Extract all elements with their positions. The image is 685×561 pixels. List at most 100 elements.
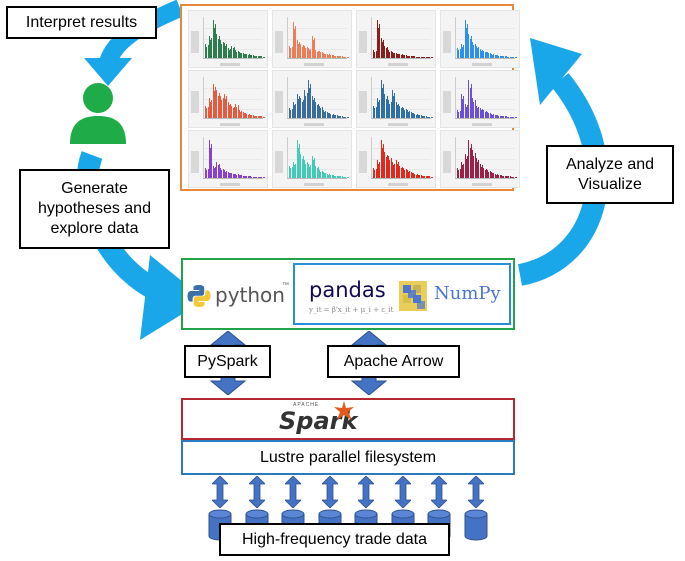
histogram-bar <box>509 116 511 118</box>
histogram-bar <box>237 50 239 58</box>
histogram-gridline <box>204 169 263 171</box>
histogram-bar <box>410 172 412 178</box>
histogram-bar <box>423 57 424 58</box>
histogram-bar <box>499 116 501 118</box>
histogram-bar <box>345 176 347 178</box>
histogram-gridline <box>204 109 263 111</box>
histogram-bar <box>431 176 433 178</box>
histogram-bar <box>335 115 337 118</box>
histogram-bar <box>467 156 468 178</box>
histogram-bar <box>479 49 481 58</box>
histogram-bar <box>507 56 508 58</box>
histogram-bar <box>492 54 493 58</box>
histogram-bar <box>375 107 377 118</box>
histogram-bar <box>322 172 324 178</box>
histogram-bar <box>289 166 290 178</box>
histogram-bar <box>393 165 394 178</box>
histogram-y-label <box>191 31 199 53</box>
histogram-bar <box>513 57 515 58</box>
histogram-x-label <box>220 183 241 186</box>
histogram-bar <box>245 175 246 178</box>
histogram-gridline <box>456 147 515 149</box>
histogram-bar <box>205 106 206 118</box>
histogram-x-axis <box>455 58 515 59</box>
histogram-bar <box>490 114 492 118</box>
histogram-bar <box>488 53 490 58</box>
histogram-bar <box>497 115 498 118</box>
histogram-bar <box>497 174 498 178</box>
histogram-bar <box>473 102 475 118</box>
histogram-bar <box>261 56 263 58</box>
histogram-thumbnail <box>356 130 436 188</box>
histogram-bar <box>210 102 211 118</box>
histogram-bar <box>216 34 218 58</box>
histogram-bar <box>312 100 314 118</box>
histogram-bar <box>472 150 473 178</box>
histogram-bar <box>498 115 500 118</box>
histogram-bar <box>379 100 381 118</box>
histogram-bar <box>230 103 231 118</box>
histogram-bar <box>512 176 513 178</box>
histogram-bar <box>405 169 407 178</box>
histogram-gridline <box>372 147 431 149</box>
histogram-bar <box>482 109 483 118</box>
histogram-bar <box>388 50 389 58</box>
histogram-bar <box>488 171 490 178</box>
histogram-bar <box>258 177 260 178</box>
histogram-bar <box>478 107 480 118</box>
histogram-bar <box>458 170 460 178</box>
histogram-y-label <box>359 31 367 53</box>
histogram-bar <box>400 168 402 178</box>
histogram-bar <box>475 46 477 58</box>
histogram-bar <box>320 108 322 118</box>
histogram-bar <box>399 166 401 178</box>
histogram-bar <box>334 114 335 118</box>
histogram-bar <box>404 170 406 178</box>
histogram-bar <box>485 110 487 118</box>
histogram-bar <box>411 56 413 58</box>
histogram-bar <box>332 114 334 118</box>
histogram-bar <box>500 175 502 178</box>
histogram-bar <box>396 54 398 58</box>
histogram-gridline <box>204 49 263 51</box>
lustre-label: Lustre parallel filesystem <box>259 448 437 466</box>
histogram-bar <box>346 57 348 58</box>
histogram-bar <box>297 43 299 58</box>
generate-hypotheses-box: Generate hypotheses and explore data <box>19 169 170 249</box>
histogram-bar <box>327 174 329 178</box>
histogram-bar <box>241 175 243 178</box>
histogram-bar <box>414 114 416 118</box>
histogram-bar <box>220 96 221 118</box>
histogram-bar <box>384 46 386 58</box>
interpret-results-label: Interpret results <box>25 13 138 31</box>
histogram-x-label <box>220 123 241 126</box>
histogram-bar <box>231 46 233 58</box>
histogram-bar <box>503 116 505 118</box>
histogram-bar <box>245 53 246 58</box>
histogram-bar <box>469 38 471 58</box>
histogram-bar <box>418 174 419 178</box>
histogram-bar <box>320 171 322 178</box>
histogram-y-label <box>191 151 199 173</box>
histogram-bar <box>425 57 427 58</box>
histogram-bar <box>292 162 294 178</box>
histogram-gridline <box>372 158 431 160</box>
histogram-grid <box>182 6 520 189</box>
histogram-gridline <box>288 38 347 40</box>
histogram-bar <box>492 114 493 118</box>
generate-hypotheses-label: Generate hypotheses and explore data <box>38 180 151 237</box>
histogram-bar <box>227 102 229 118</box>
histogram-gridline <box>456 109 515 111</box>
histogram-bar <box>416 114 418 118</box>
histogram-bar <box>294 29 295 58</box>
histogram-bar <box>257 116 259 118</box>
histogram-bar <box>498 174 500 178</box>
histogram-bar <box>411 113 413 118</box>
histogram-bar <box>240 175 241 178</box>
histogram-bar <box>213 90 215 118</box>
histogram-bar <box>487 170 488 178</box>
histogram-bar <box>220 40 221 58</box>
histogram-bar <box>326 174 328 178</box>
histogram-bar <box>331 114 333 118</box>
histogram-bar <box>494 174 496 178</box>
